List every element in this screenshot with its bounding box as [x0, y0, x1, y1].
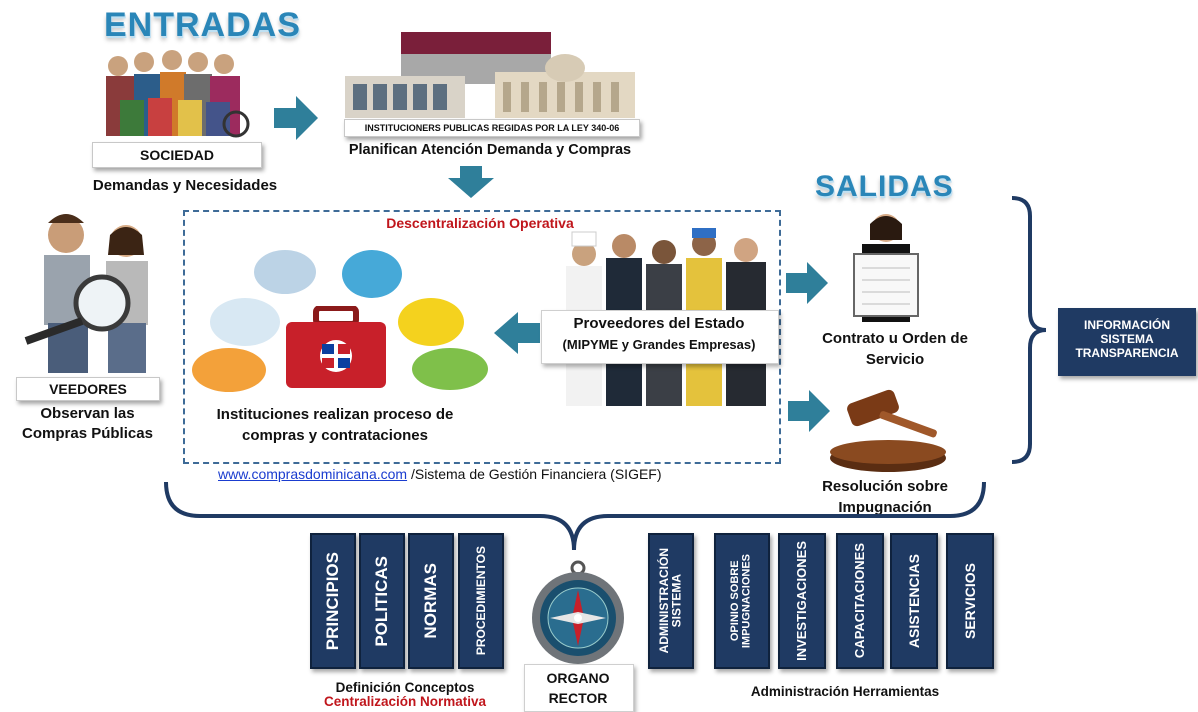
- definicion-line-1: Definición Conceptos: [335, 680, 475, 695]
- briefcase-icon: [286, 306, 386, 388]
- books-bubble: [342, 250, 402, 298]
- pillar-politicas: POLITICAS: [359, 533, 405, 669]
- resolucion-line-1: Resolución sobre: [822, 478, 948, 495]
- vegetables-bubble: [192, 348, 266, 392]
- organo-line-1: ORGANO: [546, 670, 610, 686]
- instituciones-banner: INSTITUCIONERS PUBLICAS REGIDAS POR LA L…: [344, 119, 640, 137]
- pillar-normas: NORMAS: [408, 533, 454, 669]
- definicion-line-2: Centralización Normativa: [323, 694, 487, 709]
- machinery-bubble: [412, 348, 488, 390]
- salidas-title: SALIDAS: [815, 170, 954, 203]
- instituciones-process-2: compras y contrataciones: [242, 427, 428, 444]
- informacion-line-2: SISTEMA: [1100, 332, 1154, 346]
- instituciones-caption: Planifican Atención Demanda y Compras: [348, 142, 632, 158]
- pillar-servicios: SERVICIOS: [946, 533, 994, 669]
- pillar-opinio-impugnaciones: OPINIO SOBRE IMPUGNACIONES: [714, 533, 770, 669]
- arrow-right-contrato-icon: [786, 262, 828, 304]
- sociedad-label: SOCIEDAD: [92, 142, 262, 168]
- veedores-caption-1: Observan las: [40, 405, 135, 422]
- arrow-right-icon: [274, 96, 318, 140]
- hospital-bed-bubble: [254, 250, 316, 294]
- society-crowd-image: [98, 48, 258, 140]
- arrow-right-resolucion-icon: [788, 390, 830, 432]
- food-bubble: [210, 298, 280, 346]
- proveedores-label-box: [541, 310, 779, 364]
- gavel-image: [818, 378, 948, 474]
- descentralizacion-box: [183, 210, 781, 464]
- proveedores-line-1: Proveedores del Estado: [573, 315, 745, 332]
- computer-bubble: [398, 298, 464, 346]
- sociedad-caption: Demandas y Necesidades: [92, 177, 278, 194]
- bottom-brace: [164, 481, 986, 551]
- instituciones-process-1: Instituciones realizan proceso de: [216, 406, 454, 423]
- entradas-title: ENTRADAS: [104, 6, 301, 44]
- veedores-caption-2: Compras Públicas: [22, 425, 153, 442]
- government-building-image: [345, 32, 635, 118]
- contrato-image: [836, 206, 936, 326]
- arrow-down-icon: [448, 166, 494, 198]
- right-bracket: [1011, 196, 1047, 464]
- arrow-left-icon: [494, 312, 540, 354]
- resolucion-line-2: Impugnación: [838, 499, 932, 516]
- pillar-procedimientos: PROCEDIMIENTOS: [458, 533, 504, 669]
- informacion-line-1: INFORMACIÓN: [1084, 318, 1170, 332]
- pillar-principios: PRINCIPIOS: [310, 533, 356, 669]
- pillar-administracion-sistema: ADMINISTRACIÓN SISTEMA: [648, 533, 694, 669]
- administracion-herramientas: Administración Herramientas: [750, 684, 940, 699]
- compras-link[interactable]: www.comprasdominicana.com: [218, 466, 408, 482]
- sistema-link-line: www.comprasdominicana.com /Sistema de Ge…: [218, 466, 662, 482]
- descentralizacion-title: Descentralización Operativa: [386, 215, 574, 231]
- veedores-image: [14, 205, 174, 373]
- organo-rector-box: [524, 664, 634, 712]
- pillar-asistencias: ASISTENCIAS: [890, 533, 938, 669]
- contrato-line-1: Contrato u Orden de: [822, 330, 968, 347]
- compass-icon: [532, 560, 624, 664]
- informacion-line-3: TRANSPARENCIA: [1075, 346, 1179, 360]
- sigef-text: /Sistema de Gestión Financiera (SIGEF): [407, 466, 662, 482]
- informacion-box: INFORMACIÓN SISTEMA TRANSPARENCIA: [1058, 308, 1196, 376]
- organo-line-2: RECTOR: [548, 690, 608, 706]
- pillar-capacitaciones: CAPACITACIONES: [836, 533, 884, 669]
- proveedores-line-2: (MIPYME y Grandes Empresas): [562, 337, 756, 352]
- contrato-line-2: Servicio: [865, 351, 925, 368]
- veedores-label: VEEDORES: [16, 377, 160, 401]
- pillar-investigaciones: INVESTIGACIONES: [778, 533, 826, 669]
